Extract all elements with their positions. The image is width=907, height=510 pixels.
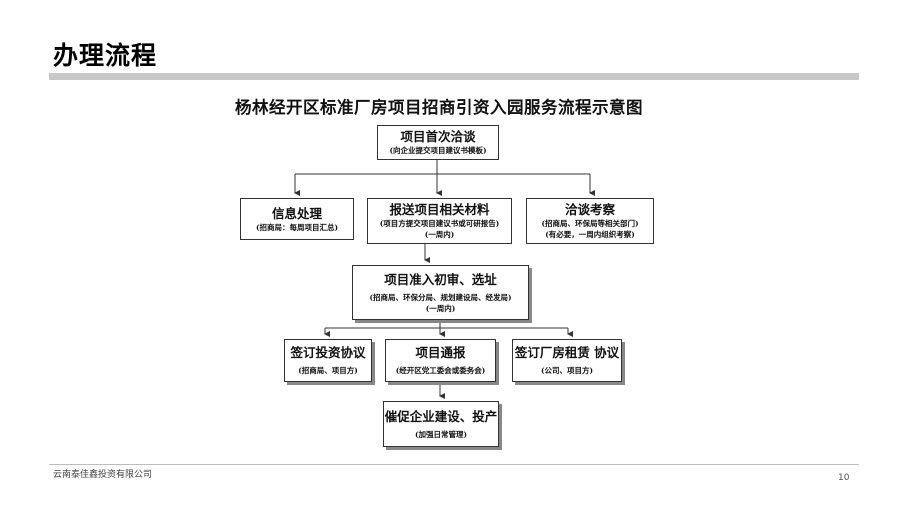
node-sign-investment: 签订投资协议 (招商局、项目方) [284,339,372,382]
node-sign-lease: 签订厂房租赁 协议 (公司、项目方) [512,339,622,382]
node-info-processing-note: (招商局：每周项目汇总) [255,222,339,232]
node-sign-lease-note: (公司、项目方) [540,366,594,375]
node-info-processing: 信息处理 (招商局：每周项目汇总) [240,198,354,240]
node-negotiation-inspection-note-2: (有必要，一周内组织考察) [545,230,635,239]
node-promote-construction-note: (加强日常管理) [414,429,468,439]
node-first-negotiation-title: 项目首次洽谈 [400,129,476,144]
node-sign-investment-title: 签订投资协议 [290,345,366,360]
node-submit-materials-note-1: (项目方提交项目建议书或可研报告) [379,219,500,228]
page-number: 10 [838,473,850,483]
title-rule [49,73,859,80]
footer-rule [49,464,859,465]
node-info-processing-title: 信息处理 [271,205,322,221]
footer-company: 云南泰佳鑫投资有限公司 [53,470,153,480]
node-project-report-note: (经开区党工委会或委务会) [395,366,486,375]
node-submit-materials-title: 报送项目相关材料 [389,202,490,217]
node-promote-construction: 催促企业建设、投产 (加强日常管理) [383,401,499,447]
node-negotiation-inspection-note-1: (招商局、环保局等相关部门) [541,219,639,228]
node-project-report: 项目通报 (经开区党工委会或委务会) [385,339,496,382]
node-sign-lease-title: 签订厂房租赁 协议 [514,345,620,360]
diagram-title: 杨林经开区标准厂房项目招商引资入园服务流程示意图 [235,98,643,117]
node-negotiation-inspection-title: 洽谈考察 [564,202,615,217]
node-sign-investment-note: (招商局、项目方) [298,366,358,375]
node-submit-materials-note-2: (一周内) [424,230,455,239]
node-project-report-title: 项目通报 [415,345,466,360]
node-preliminary-review-title: 项目准入初审、选址 [384,271,497,287]
node-preliminary-review-note-2: (一周内) [425,303,456,313]
slide-title: 办理流程 [53,41,158,70]
node-preliminary-review: 项目准入初审、选址 (招商局、环保分局、规划建设局、经发局) (一周内) [352,265,529,320]
node-first-negotiation: 项目首次洽谈 (向企业提交项目建议书模板) [377,125,499,160]
node-submit-materials: 报送项目相关材料 (项目方提交项目建议书或可研报告) (一周内) [367,198,512,244]
node-negotiation-inspection: 洽谈考察 (招商局、环保局等相关部门) (有必要，一周内组织考察) [526,198,654,244]
node-promote-construction-title: 催促企业建设、投产 [384,408,498,424]
node-first-negotiation-note: (向企业提交项目建议书模板) [389,146,487,155]
node-preliminary-review-note-1: (招商局、环保分局、规划建设局、经发局) [369,292,512,302]
